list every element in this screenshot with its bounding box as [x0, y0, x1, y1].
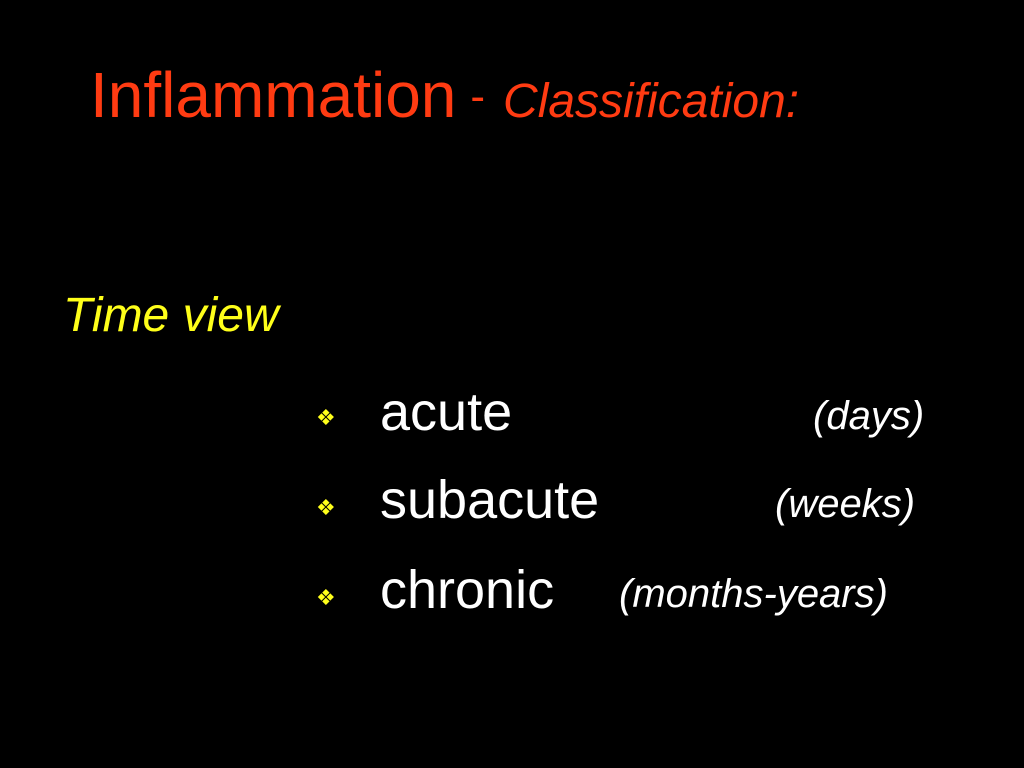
- subheading: Time view: [63, 289, 279, 342]
- item-duration: (days): [813, 394, 925, 438]
- diamond-bullet-icon: ❖: [316, 586, 336, 611]
- item-term: chronic: [380, 560, 555, 620]
- item-term: acute: [380, 382, 513, 442]
- title-separator: -: [470, 72, 486, 121]
- item-term: subacute: [380, 470, 600, 530]
- diamond-bullet-icon: ❖: [316, 496, 336, 521]
- title-subtitle: Classification:: [503, 75, 800, 128]
- slide-title: Inflammation-Classification:: [90, 58, 799, 132]
- diamond-bullet-icon: ❖: [316, 406, 336, 431]
- title-main: Inflammation: [90, 59, 457, 131]
- item-duration: (weeks): [775, 482, 916, 526]
- list-item: ❖ subacute (weeks): [0, 470, 1024, 550]
- list-item: ❖ acute (days): [0, 382, 1024, 462]
- list-item: ❖ chronic (months-years): [0, 560, 1024, 640]
- item-duration: (months-years): [619, 572, 888, 616]
